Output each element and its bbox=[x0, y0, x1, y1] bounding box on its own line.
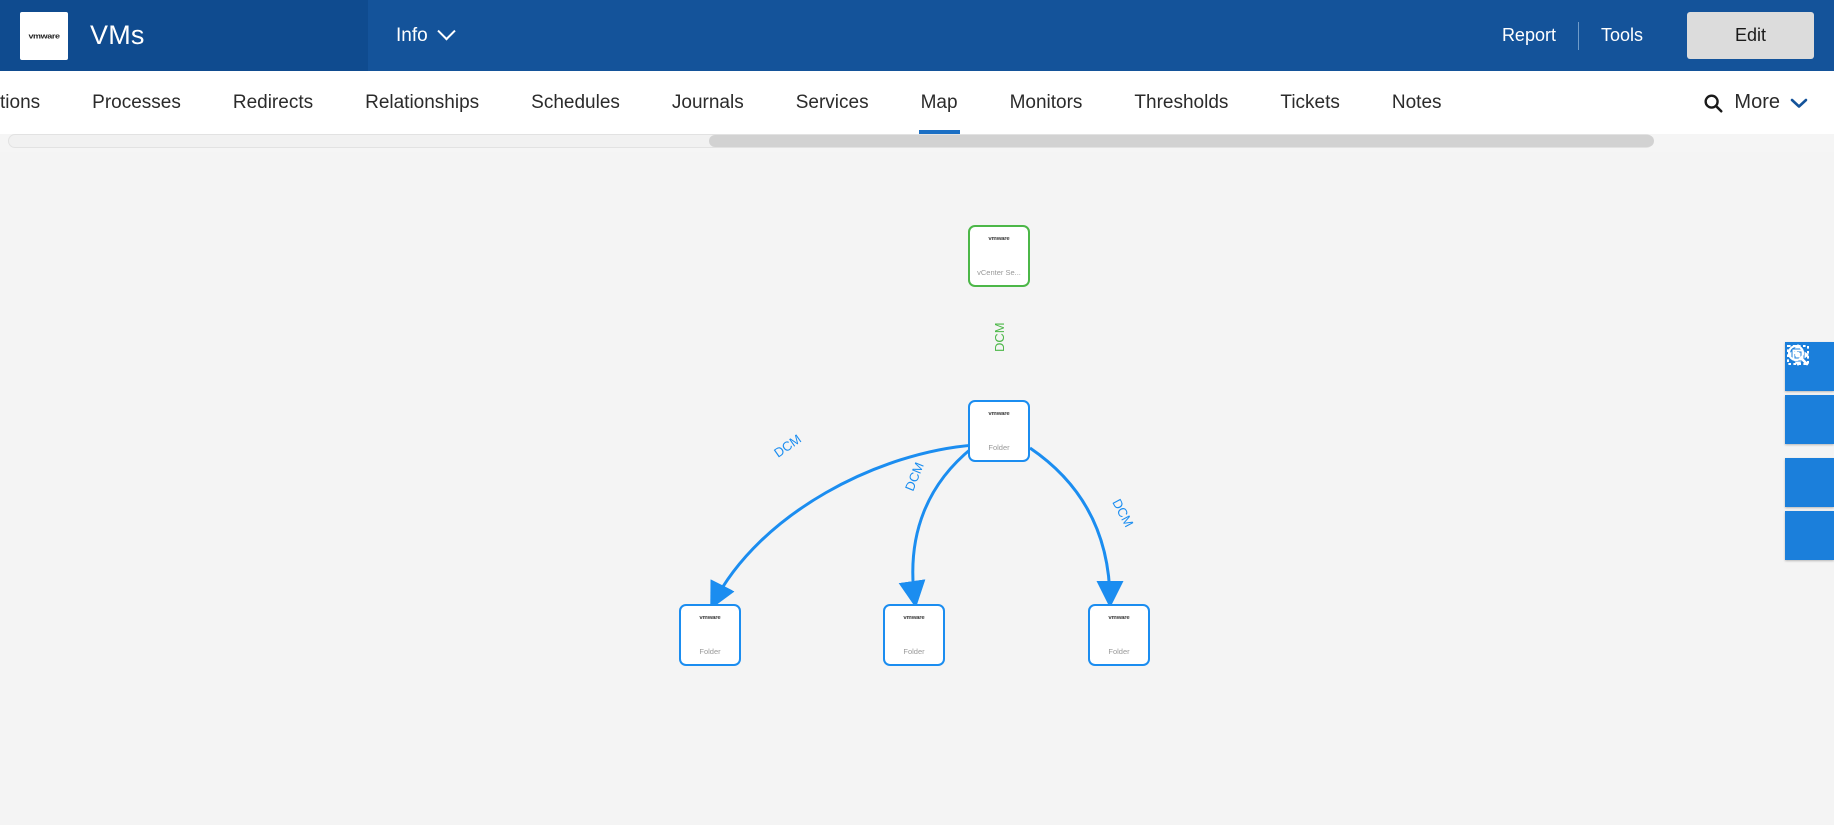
brand-area: vmware VMs bbox=[0, 0, 368, 71]
edge-label-dcm-vertical: DCM bbox=[992, 322, 1007, 352]
edge-label-dcm-left: DCM bbox=[771, 431, 804, 460]
vmware-logo-icon: vmware bbox=[988, 236, 1010, 242]
map-node-folder-2[interactable]: vmware Folder bbox=[883, 604, 945, 666]
tab-relationships[interactable]: Relationships bbox=[339, 71, 505, 134]
tab-label: Journals bbox=[671, 91, 744, 113]
tab-redirects[interactable]: Redirects bbox=[207, 71, 339, 134]
map-toolbar bbox=[1785, 342, 1834, 560]
tab-label: Processes bbox=[92, 91, 181, 113]
map-node-vcenter-server[interactable]: vmware vCenter Se... bbox=[968, 225, 1030, 287]
tab-label: Relationships bbox=[365, 91, 480, 113]
vmware-logo-icon: vmware bbox=[988, 411, 1010, 417]
tab-services[interactable]: Services bbox=[770, 71, 895, 134]
chevron-down-icon bbox=[437, 22, 456, 41]
tab-tickets[interactable]: Tickets bbox=[1254, 71, 1365, 134]
fit-screen-icon bbox=[1787, 345, 1809, 365]
tab-map[interactable]: Map bbox=[895, 71, 984, 134]
vmware-logo-icon: vmware bbox=[903, 615, 925, 621]
topology-edges: DCM DCM DCM DCM bbox=[710, 287, 1136, 610]
map-node-label: vCenter Se... bbox=[977, 268, 1021, 277]
edge-label-dcm-right: DCM bbox=[1109, 496, 1136, 529]
vmware-logo-text: vmware bbox=[28, 31, 60, 40]
edge-folder-root-to-folder-1 bbox=[710, 443, 976, 610]
tab-bar: tions Processes Redirects Relationships … bbox=[0, 71, 1834, 134]
tab-label: Schedules bbox=[531, 91, 620, 113]
tab-label: tions bbox=[0, 91, 41, 113]
search-icon bbox=[1704, 93, 1723, 113]
tab-processes[interactable]: Processes bbox=[66, 71, 207, 134]
map-node-label: Folder bbox=[699, 647, 721, 656]
horizontal-scrollbar-thumb[interactable] bbox=[709, 135, 1654, 147]
tab-label: Monitors bbox=[1009, 91, 1083, 113]
edit-button[interactable]: Edit bbox=[1687, 12, 1814, 59]
info-dropdown[interactable]: Info bbox=[368, 0, 481, 71]
more-label: More bbox=[1734, 91, 1780, 113]
edge-label-dcm-middle: DCM bbox=[902, 460, 927, 493]
tab-applications[interactable]: tions bbox=[0, 71, 66, 134]
map-node-label: Folder bbox=[1108, 647, 1130, 656]
tab-journals[interactable]: Journals bbox=[646, 71, 770, 134]
pan-button[interactable] bbox=[1785, 344, 1834, 507]
map-node-label: Folder bbox=[903, 647, 925, 656]
tab-label: Services bbox=[795, 91, 869, 113]
info-dropdown-label: Info bbox=[396, 24, 428, 46]
vmware-logo-icon: vmware bbox=[20, 11, 68, 60]
chevron-down-icon bbox=[1790, 98, 1808, 108]
app-header: vmware VMs Info Report Tools Edit bbox=[0, 0, 1834, 71]
map-node-folder-3[interactable]: vmware Folder bbox=[1088, 604, 1150, 666]
fit-to-screen-button[interactable] bbox=[1785, 345, 1834, 560]
vmware-logo-icon: vmware bbox=[699, 615, 721, 621]
tab-label: Notes bbox=[1391, 91, 1442, 113]
page-title: VMs bbox=[90, 20, 145, 50]
horizontal-scrollbar-track[interactable] bbox=[8, 134, 1654, 148]
tab-label: Map bbox=[920, 91, 958, 113]
tab-label: Thresholds bbox=[1134, 91, 1229, 113]
tab-notes[interactable]: Notes bbox=[1366, 71, 1468, 134]
header-divider bbox=[1577, 21, 1579, 50]
zoom-out-button[interactable] bbox=[1785, 345, 1834, 444]
header-actions: Report Tools Edit bbox=[1480, 0, 1834, 71]
tab-thresholds[interactable]: Thresholds bbox=[1108, 71, 1254, 134]
tab-label: Tickets bbox=[1280, 91, 1340, 113]
map-node-folder-root[interactable]: vmware Folder bbox=[968, 400, 1030, 462]
tab-monitors[interactable]: Monitors bbox=[984, 71, 1109, 134]
edge-folder-root-to-folder-3 bbox=[1029, 446, 1124, 608]
map-node-label: Folder bbox=[988, 443, 1010, 452]
more-tabs-dropdown[interactable]: More bbox=[1682, 71, 1834, 134]
report-link[interactable]: Report bbox=[1501, 25, 1556, 45]
topology-map-canvas[interactable]: DCM DCM DCM DCM vmware vCenter Se... vmw… bbox=[0, 152, 1834, 825]
tab-schedules[interactable]: Schedules bbox=[505, 71, 646, 134]
map-node-folder-1[interactable]: vmware Folder bbox=[679, 604, 741, 666]
vmware-logo-icon: vmware bbox=[1108, 615, 1130, 621]
tab-label: Redirects bbox=[232, 91, 314, 113]
tools-link[interactable]: Tools bbox=[1600, 25, 1643, 45]
tab-list: tions Processes Redirects Relationships … bbox=[0, 71, 1682, 134]
edge-folder-root-to-folder-2 bbox=[898, 446, 973, 608]
